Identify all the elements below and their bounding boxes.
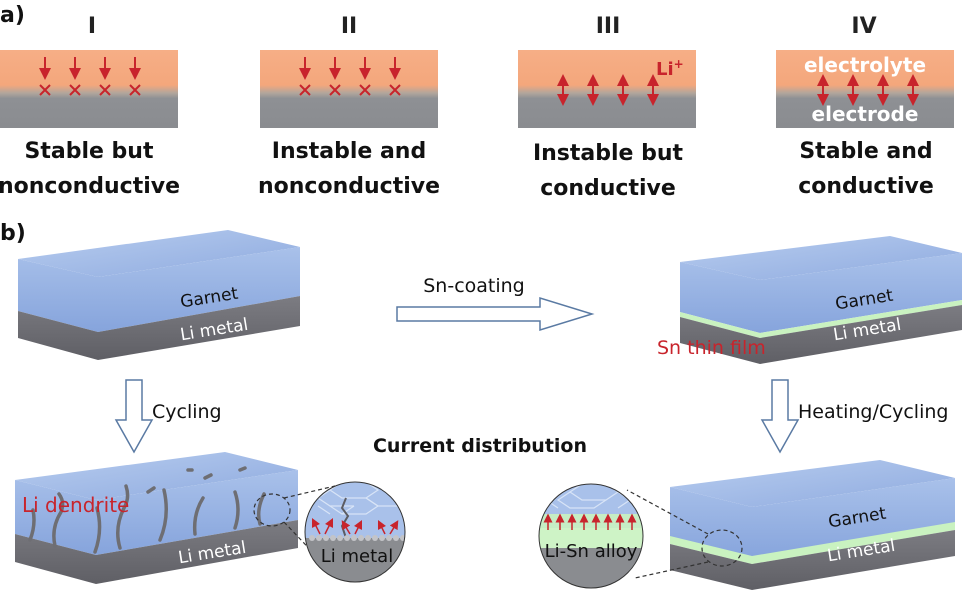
case-4-caption-line2: conductive [798,174,934,199]
case-2-caption-line1: Instable and [272,139,426,164]
case-3: III Li+ Instable but conductive [518,14,696,201]
block-garnet-li-sn-coated: Garnet Li metal Sn thin film [657,236,962,364]
garnet-front-face [18,247,300,332]
li-dendrite-label: Li dendrite [22,493,129,517]
li-sn-alloy-layer [670,522,955,564]
block-garnet-li-sn-alloy: Garnet Li metal [626,460,955,590]
hollow-arrow-right [396,296,595,332]
case-4: IV electrolyte electrode Stable and cond… [776,14,954,199]
garnet-top-face [18,230,300,277]
block-li-dendrite: Li dendrite Li metal [15,452,336,584]
zoom-region [253,493,291,527]
heating-cycling-arrow: Heating/Cycling [760,379,948,454]
case-2-blocked-arrows [299,57,401,96]
li-metal-front-face [18,296,300,360]
li-sn-alloy-label: Li-Sn alloy [545,541,638,562]
case-1-caption-line1: Stable but [24,139,153,164]
li-metal-front-face [15,520,298,584]
case-3-bidirectional-arrows [557,74,659,106]
li-metal-front-face [680,305,962,364]
electrolyte-label: electrolyte [804,53,926,77]
zoom-region [701,529,743,567]
garnet-front-face [680,253,962,333]
case-3-caption-line2: conductive [540,176,676,201]
case-2-numeral: II [341,14,357,39]
case-4-numeral: IV [851,14,876,39]
case-1-caption-line2: nonconductive [0,174,180,199]
case-2: II Instable and nonconductive [258,14,440,199]
case-1-interface-bar [0,50,178,128]
case-3-numeral: III [596,14,621,39]
case-2-interface-bar [260,50,438,128]
panel-a-label: a) [0,3,25,28]
zoom-li-metal-label: Li metal [321,546,393,567]
sn-coating-arrow: Sn-coating [396,275,595,332]
garnet-top-face [680,236,962,280]
garnet-front-face [15,470,298,555]
electrode-label: electrode [812,102,919,126]
sn-coating-label: Sn-coating [423,275,525,297]
hollow-arrow-down [114,379,154,454]
cycling-arrow: Cycling [114,379,222,454]
zoom-line [283,485,336,499]
zoom-circle-li-sn-alloy: Li-Sn alloy [538,483,644,589]
zoom-line [626,489,709,535]
cycling-label: Cycling [152,401,222,423]
case-4-interface-bar [776,50,954,128]
li-ion-label: Li+ [656,57,684,80]
case-3-interface-bar [518,50,696,128]
li-metal-front-face [670,530,955,590]
garnet-front-face [670,478,955,560]
sn-thin-film-label: Sn thin film [657,337,766,359]
zoom-circle-li-metal: Li metal [304,481,406,583]
hollow-arrow-down [760,379,800,454]
current-distribution-label: Current distribution [373,435,587,457]
case-1-numeral: I [88,14,96,39]
case-1-blocked-arrows [39,57,141,96]
block-garnet-li-uncoated: Garnet Li metal [18,230,300,360]
panel-b-label: b) [0,221,26,246]
dendrites [28,466,266,554]
case-2-caption-line2: nonconductive [258,174,440,199]
garnet-top-face [670,460,955,507]
case-4-bidirectional-arrows [817,74,919,106]
case-1: I Stable but nonconductive [0,14,180,199]
case-4-caption-line1: Stable and [799,139,932,164]
heating-cycling-label: Heating/Cycling [798,401,948,423]
case-3-caption-line1: Instable but [533,141,684,166]
zoom-line [634,561,709,579]
garnet-top-face [15,452,298,500]
